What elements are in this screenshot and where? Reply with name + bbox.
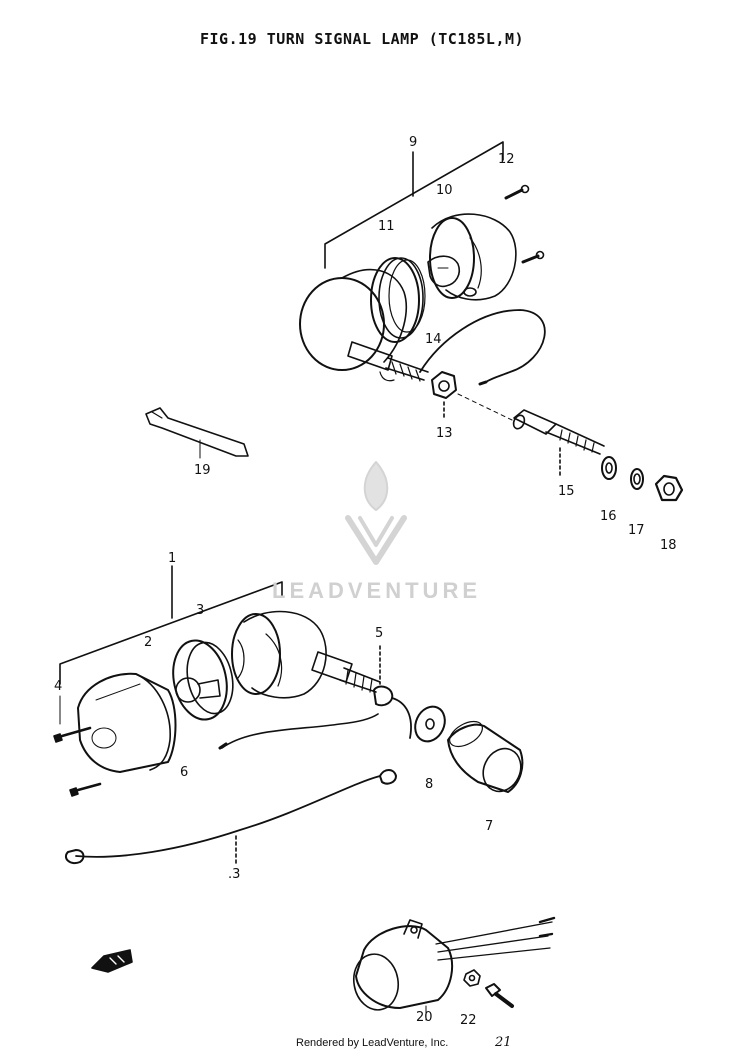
callout-14: 14 [425, 332, 442, 347]
callout-5: 5 [375, 626, 384, 641]
callout-11: 11 [378, 219, 395, 234]
flasher-relay-20 [352, 916, 556, 1021]
screws-12 [504, 184, 545, 264]
upper-centerline [457, 393, 513, 421]
callout-7: 7 [485, 819, 494, 834]
callout-17: 17 [628, 523, 645, 538]
rubber-boot-7 [447, 720, 524, 793]
loose-wires [218, 713, 379, 750]
callout-4: 4 [54, 679, 63, 694]
callout-19: 19 [194, 463, 211, 478]
figure-title: FIG.19 TURN SIGNAL LAMP (TC185L,M) [200, 30, 525, 48]
washer-16 [601, 456, 617, 480]
bracket-1 [59, 565, 283, 685]
callout-13: 13 [436, 426, 453, 441]
callout-10: 10 [436, 183, 453, 198]
callout-3: 3 [196, 603, 205, 618]
rendered-by-footer: Rendered by LeadVenture, Inc. [296, 1037, 449, 1049]
lower-gasket-3 [172, 639, 234, 721]
upper-wire [419, 309, 546, 386]
lower-lens-2 [77, 672, 177, 773]
nut-13 [431, 371, 457, 421]
screws-4 [53, 695, 102, 797]
callout-15: 15 [558, 484, 575, 499]
watermark-wordmark: LEADVENTURE [272, 578, 482, 603]
upper-gasket-11 [370, 257, 426, 343]
grommet-wire [391, 697, 412, 739]
nut-18 [654, 474, 684, 502]
callout-18: 18 [660, 538, 677, 553]
ground-wire-23 [64, 769, 397, 867]
front-arrow-icon [91, 949, 133, 973]
callout-12: 12 [498, 152, 515, 167]
callout-1: 1 [168, 551, 177, 566]
callout-8: 8 [425, 777, 434, 792]
lower-stem [311, 651, 381, 693]
leadventure-logo-watermark [345, 461, 407, 565]
washer-8 [414, 705, 446, 743]
upper-bulb-14 [427, 255, 461, 288]
bolt-21 [485, 983, 514, 1008]
lock-washer-17 [630, 468, 644, 490]
callout-6: 6 [180, 765, 189, 780]
upper-stem [347, 341, 429, 382]
bolt-15 [512, 409, 605, 477]
lower-bulb-6 [175, 677, 221, 703]
grommet-5 [373, 645, 394, 707]
page-number: 21 [495, 1035, 512, 1050]
strap-19 [145, 407, 249, 459]
callout-20: 20 [416, 1010, 433, 1025]
lower-housing [231, 610, 327, 699]
callout-22: 22 [460, 1013, 477, 1028]
callout-23: .3 [228, 867, 241, 882]
bracket-9 [324, 141, 504, 269]
callout-16: 16 [600, 509, 617, 524]
upper-housing-10 [429, 213, 517, 301]
washer-22 [463, 969, 481, 987]
callout-9: 9 [409, 135, 418, 150]
callout-2: 2 [144, 635, 153, 650]
